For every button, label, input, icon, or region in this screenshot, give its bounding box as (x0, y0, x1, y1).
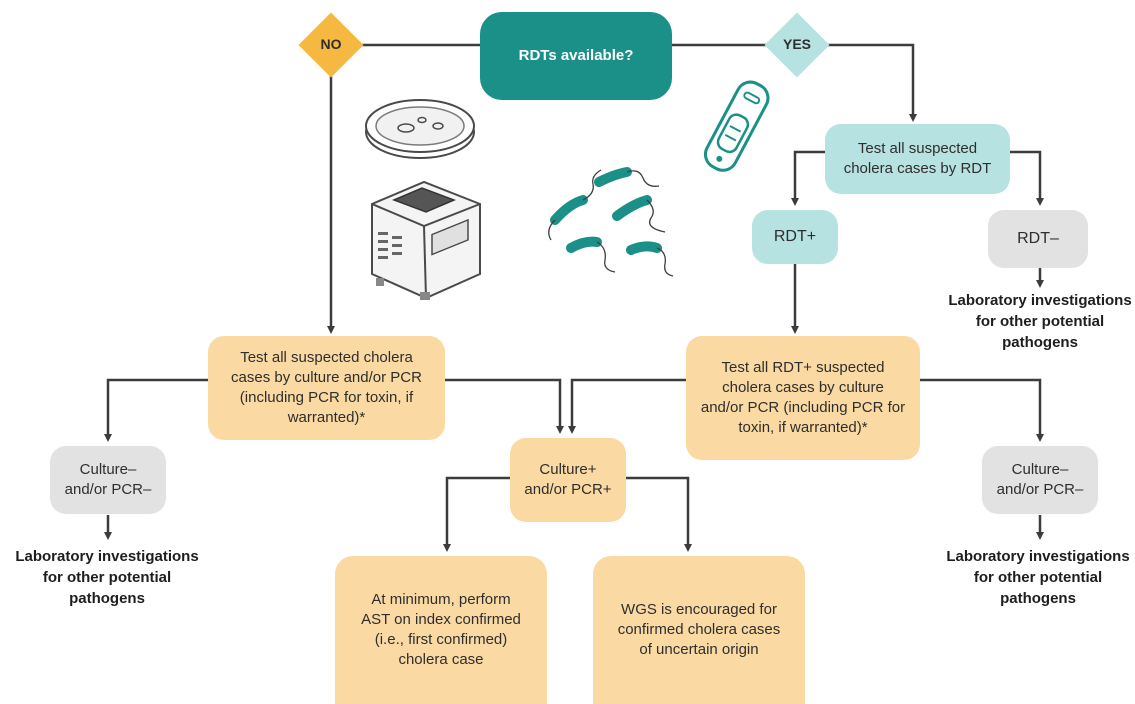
test-by-rdt-box: Test all suspected cholera cases by RDT (825, 124, 1010, 194)
rdt-negative-box: RDT– (988, 210, 1088, 268)
arrow-yes-to-rdt (826, 43, 917, 122)
yes-label: YES (782, 36, 811, 52)
test-by-rdt-label: Test all suspected cholera cases by RDT (843, 140, 992, 177)
rdt-positive-label: RDT+ (773, 228, 817, 245)
lab-investigations-left: Laboratory investigations for other pote… (15, 548, 199, 607)
arrow-left-to-neg (104, 378, 208, 442)
culture-negative-left-box: Culture– and/or PCR– (50, 446, 166, 514)
culture-negative-right-label: Culture– and/or PCR– (996, 461, 1084, 498)
arrow-left-to-pos (445, 378, 564, 434)
culture-negative-right-box: Culture– and/or PCR– (982, 446, 1098, 514)
arrow-rdt-to-neg (1010, 150, 1044, 206)
test-culture-left-label: Test all suspected cholera cases by cult… (231, 349, 422, 426)
vibrio-bacteria-illustration (548, 167, 674, 277)
culture-positive-label: Culture+ and/or PCR+ (524, 461, 612, 498)
rdt-positive-box: RDT+ (752, 210, 838, 264)
arrow-rdt-to-pos (791, 150, 825, 206)
test-culture-left-box: Test all suspected cholera cases by cult… (208, 336, 445, 440)
arrow-right-to-neg (920, 378, 1044, 442)
rdt-cassette-illustration (703, 80, 770, 172)
rdt-negative-label: RDT– (1017, 230, 1059, 247)
decision-rdts-available: RDTs available? (480, 12, 672, 100)
arrow-right-to-pos (568, 378, 686, 434)
no-label: NO (320, 36, 342, 52)
arrow-pos-to-ast (443, 476, 510, 552)
test-culture-right-label: Test all RDT+ suspected cholera cases by… (700, 359, 906, 436)
arrow-pos-to-wgs (622, 476, 692, 552)
lab-investigations-top-right: Laboratory investigations for other pote… (948, 292, 1132, 351)
test-culture-right-box: Test all RDT+ suspected cholera cases by… (686, 336, 920, 460)
petri-dish-illustration (365, 99, 475, 159)
wgs-label: WGS is encouraged for confirmed cholera … (617, 601, 781, 658)
ast-box: At minimum, perform AST on index confirm… (335, 556, 547, 704)
wgs-box: WGS is encouraged for confirmed cholera … (593, 556, 805, 704)
culture-positive-box: Culture+ and/or PCR+ (510, 438, 626, 522)
decision-label: RDTs available? (518, 47, 634, 64)
ast-label: At minimum, perform AST on index confirm… (361, 591, 521, 668)
culture-negative-left-label: Culture– and/or PCR– (64, 461, 152, 498)
pcr-thermocycler-illustration (371, 180, 481, 300)
lab-investigations-bottom-right: Laboratory investigations for other pote… (946, 548, 1130, 607)
